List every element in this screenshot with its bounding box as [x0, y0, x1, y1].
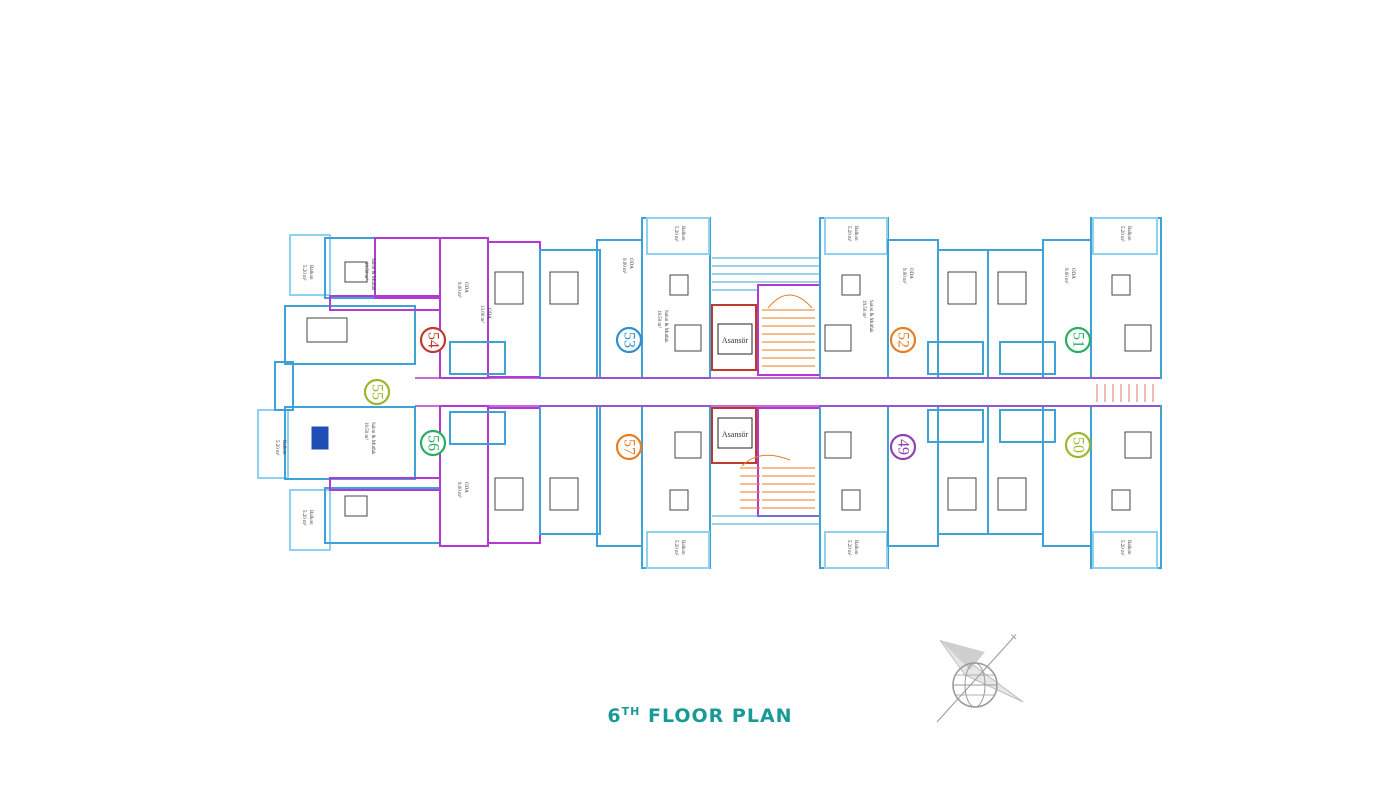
unit-badge-circle [615, 326, 643, 354]
balcony-area-49: 5.20 m² [846, 540, 852, 556]
unit-badge-56: 56 [419, 429, 447, 457]
unit-badge-50: 50 [1064, 431, 1092, 459]
room2-area: 13.00 m² [479, 305, 485, 323]
room-area-51: 9.00 m² [1063, 268, 1069, 284]
floor-plan-title: 6TH FLOOR PLAN [0, 705, 1400, 727]
balcony-label-50: Balkon [1126, 540, 1131, 555]
balcony-label-55: Balkon [281, 440, 286, 455]
unit-badge-51: 51 [1064, 326, 1092, 354]
balcony-area-50: 5.20 m² [1119, 540, 1125, 556]
room-label-51: ODA [1070, 268, 1075, 279]
stairs-right [1096, 384, 1154, 402]
balcony-area-51: 5.20 m² [1119, 226, 1125, 242]
living-label-52: Salon & Mutfak [868, 300, 873, 333]
furniture [306, 261, 1152, 517]
elevator-bottom: Asansör [717, 417, 753, 449]
elevator-top: Asansör [717, 323, 753, 355]
corridor [415, 377, 1160, 407]
balcony-label-57: Balkon [680, 540, 685, 555]
unit-badge-circle [889, 326, 917, 354]
living-area-53: 19.50 m² [656, 310, 662, 328]
unit-number: 51 [1070, 332, 1087, 348]
unit-number: 49 [895, 439, 912, 455]
room-area-56: 9.00 m² [456, 482, 462, 498]
room-label-53: ODA [628, 258, 633, 269]
balcony-area-53: 5.20 m² [673, 226, 679, 242]
compass-icon: ✕ [936, 632, 1024, 723]
unit-badge-circle [1064, 326, 1092, 354]
living-label-53: Salon & Mutfak [663, 310, 668, 343]
living-label: Salon & Mutfak [370, 258, 375, 291]
unit-badge-57: 57 [615, 433, 643, 461]
room-label-52: ODA [908, 268, 913, 279]
room-area-53: 9.00 m² [621, 258, 627, 274]
living-label-56: Salon & Mutfak [370, 422, 375, 455]
unit-badge-circle [419, 326, 447, 354]
room-labels: Balkon 5.20 m² Salon & Mutfak 19.50 m² O… [274, 226, 1131, 556]
title-suffix: TH [621, 705, 641, 718]
unit-badges: 54 53 52 51 55 56 57 49 50 [363, 326, 1092, 461]
room-area: 9.00 m² [456, 282, 462, 298]
living-area-56: 19.50 m² [363, 422, 369, 440]
unit-badge-circle [419, 429, 447, 457]
balcony-label-52: Balkon [853, 226, 858, 241]
room-label: ODA [463, 282, 468, 293]
balcony-area: 5.20 m² [301, 265, 307, 281]
unit-badge-53: 53 [615, 326, 643, 354]
balcony-label-56: Balkon [308, 510, 313, 525]
unit-badge-circle [889, 433, 917, 461]
balcony-area-56: 5.20 m² [301, 510, 307, 526]
unit-badge-52: 52 [889, 326, 917, 354]
stairs-top [712, 257, 820, 367]
room2-label: ODA [486, 308, 491, 319]
unit-number: 57 [621, 439, 638, 455]
balcony-label: Balkon [308, 265, 313, 280]
unit-number: 56 [425, 435, 442, 451]
svg-text:✕: ✕ [1010, 632, 1018, 642]
unit-badge-54: 54 [419, 326, 447, 354]
balcony-area-52: 5.20 m² [846, 226, 852, 242]
title-number: 6 [607, 705, 622, 727]
building-outline [257, 217, 1162, 569]
balcony-label-49: Balkon [853, 540, 858, 555]
room-label-56: ODA [463, 482, 468, 493]
unit-number: 52 [895, 332, 912, 348]
unit-badge-49: 49 [889, 433, 917, 461]
balcony-area-55: 5.20 m² [274, 440, 280, 456]
unit-number: 54 [425, 332, 442, 348]
unit-badge-circle [615, 433, 643, 461]
unit-number: 55 [369, 384, 386, 400]
title-text: FLOOR PLAN [640, 705, 793, 727]
balcony-area-57: 5.20 m² [673, 540, 679, 556]
balcony-label-53: Balkon [680, 226, 685, 241]
stairs-bottom [712, 454, 820, 525]
elevator-label-bottom: Asansör [722, 430, 749, 439]
unit-number: 50 [1070, 437, 1087, 453]
highlight-chair [311, 426, 329, 450]
unit-number: 53 [621, 332, 638, 348]
unit-badge-circle [363, 378, 391, 406]
balcony-label-51: Balkon [1126, 226, 1131, 241]
living-area: 19.50 m² [363, 262, 369, 280]
elevator-label-top: Asansör [722, 336, 749, 345]
room-area-52: 9.00 m² [901, 268, 907, 284]
unit-badge-circle [1064, 431, 1092, 459]
unit-badge-55: 55 [363, 378, 391, 406]
living-area-52: 19.50 m² [861, 300, 867, 318]
